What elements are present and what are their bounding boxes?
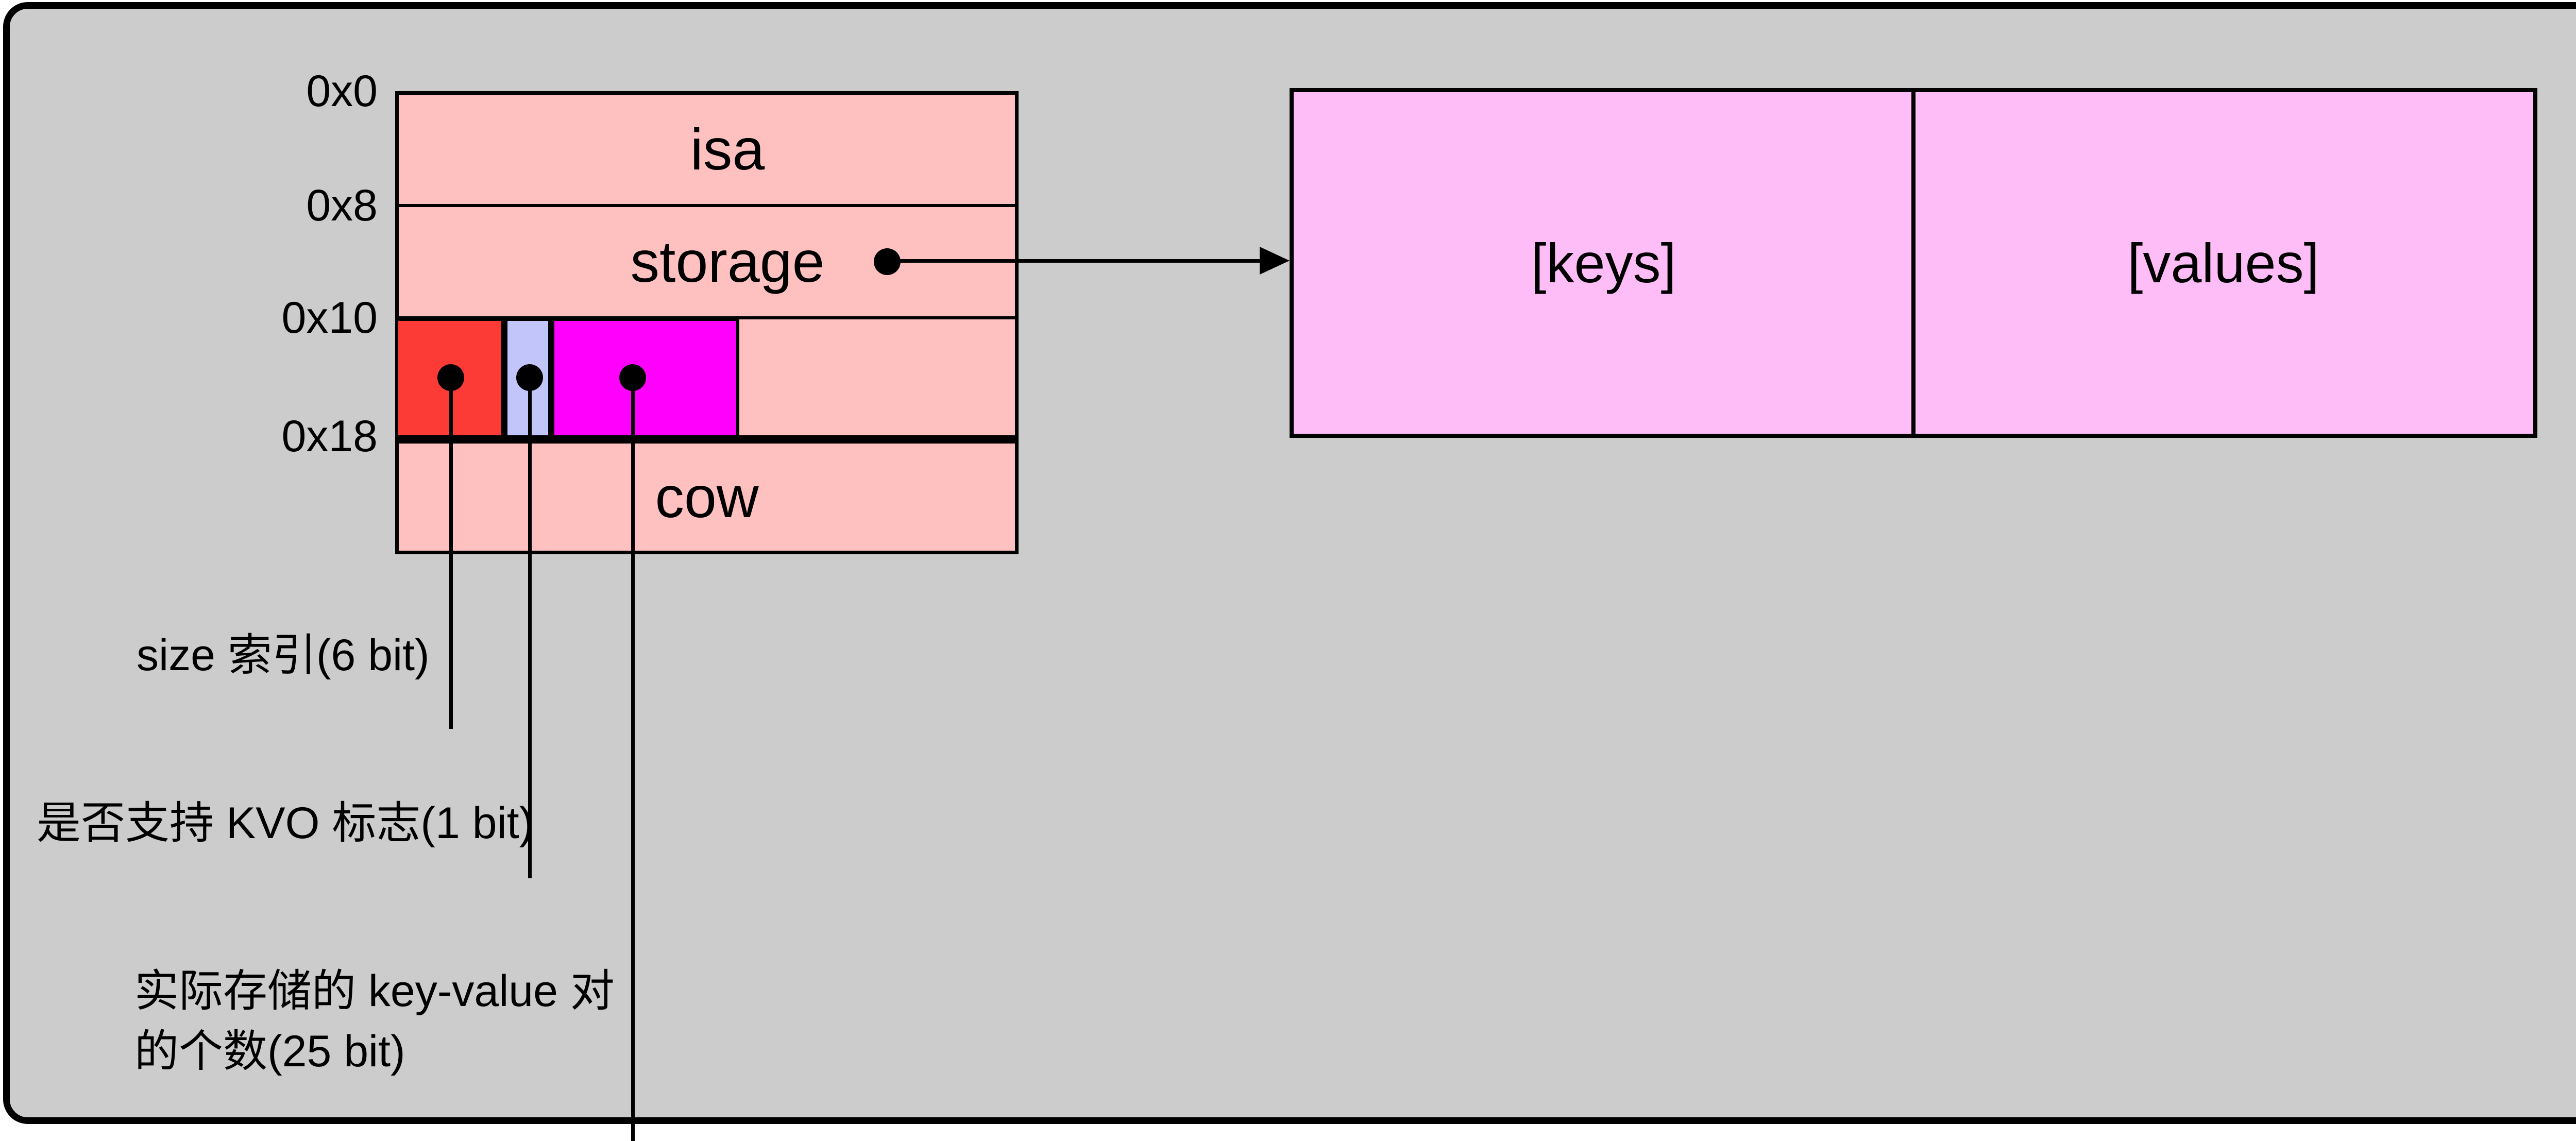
kvo-flag-dot-icon <box>516 364 543 391</box>
row-line-0x8 <box>395 204 1019 207</box>
annotation-size-index: size 索引(6 bit) <box>137 631 430 680</box>
row-line-0x18-thick <box>395 435 1019 444</box>
buffer-divider-line <box>1911 88 1916 438</box>
annotation-pair-count: 实际存储的 key-value 对 的个数(25 bit) <box>134 966 615 1076</box>
pair-count-callout-line <box>631 378 635 1141</box>
size-index-dot-icon <box>437 364 464 391</box>
address-label-0x0: 0x0 <box>306 66 378 116</box>
row-label-storage: storage <box>630 229 825 294</box>
buffer-cell-keys: [keys] <box>1531 232 1676 294</box>
annotation-kvo-flag: 是否支持 KVO 标志(1 bit) <box>37 798 534 848</box>
address-label-0x10: 0x10 <box>281 293 378 343</box>
pair-count-dot-icon <box>619 364 646 391</box>
buffer-cell-values: [values] <box>2127 232 2319 294</box>
storage-pointer-line <box>887 259 1263 263</box>
address-label-0x18: 0x18 <box>281 412 378 461</box>
arrowhead-icon <box>1260 247 1290 275</box>
row-label-cow: cow <box>655 465 759 530</box>
row-label-isa: isa <box>690 117 765 182</box>
storage-pointer-dot-icon <box>874 248 901 275</box>
size-index-callout-line <box>449 378 453 729</box>
kvo-flag-callout-line <box>528 378 532 878</box>
address-label-0x8: 0x8 <box>306 181 378 230</box>
